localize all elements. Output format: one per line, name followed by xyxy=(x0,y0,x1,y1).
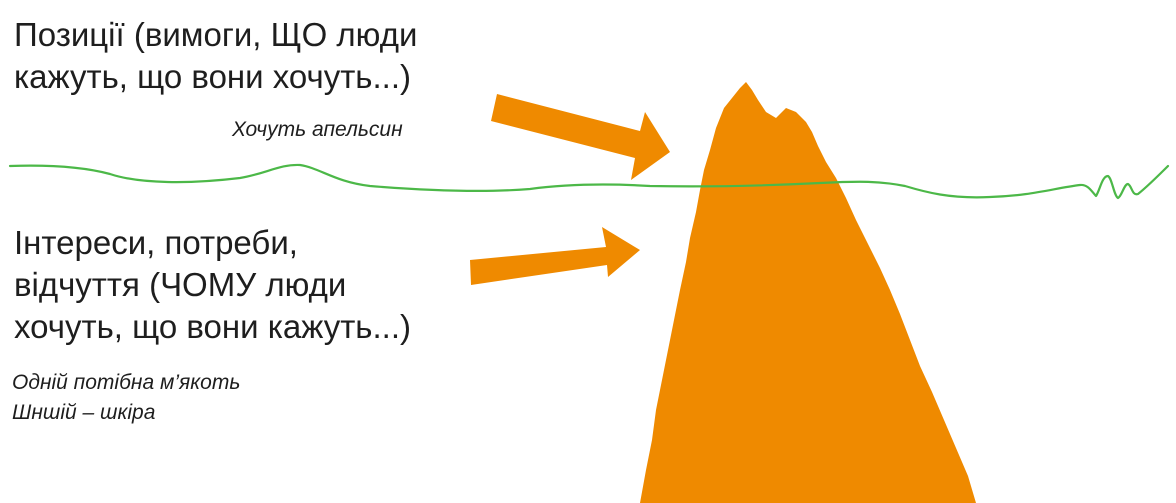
arrow-to-body xyxy=(470,227,640,285)
positions-example: Хочуть апельсин xyxy=(232,118,403,141)
arrow-to-tip xyxy=(491,94,670,180)
positions-label: Позиції (вимоги, ЩО люди кажуть, що вони… xyxy=(14,16,418,95)
iceberg-shape xyxy=(640,82,976,503)
interests-example: Одній потібна м’якоть Шншій – шкіра xyxy=(12,371,241,424)
interests-label: Інтереси, потреби, відчуття (ЧОМУ люди х… xyxy=(14,224,411,345)
waterline xyxy=(8,163,1170,200)
